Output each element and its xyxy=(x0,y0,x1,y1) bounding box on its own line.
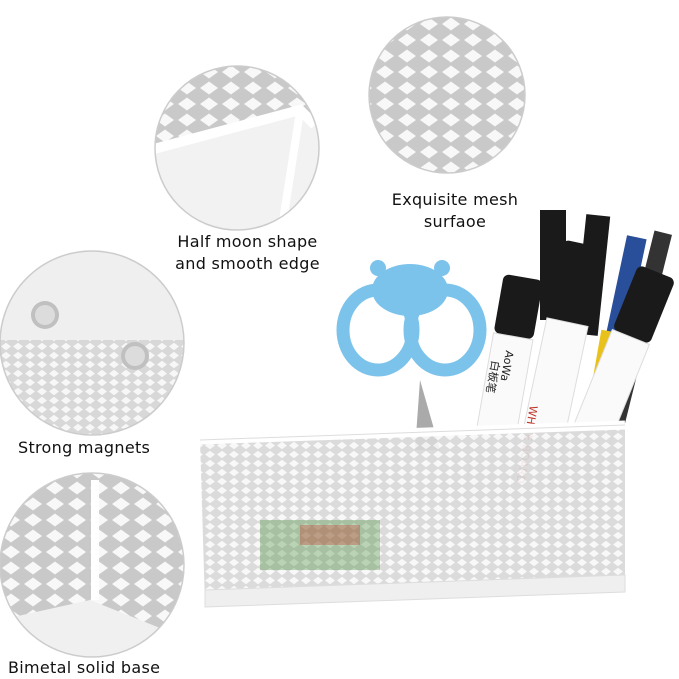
feature-label-half-moon: Half moon shape and smooth edge xyxy=(150,231,345,275)
scissors xyxy=(336,260,487,450)
mesh-basket xyxy=(199,420,626,608)
marker-brand: AoWa xyxy=(498,349,516,382)
marker-text: 白板笔 xyxy=(483,359,503,394)
detail-circle-base xyxy=(0,473,184,657)
feature-line: Exquisite mesh xyxy=(391,190,519,209)
feature-line: Half moon shape xyxy=(177,232,318,251)
detail-circle-edge xyxy=(155,66,319,230)
feature-line: surfaoe xyxy=(423,212,487,231)
feature-line: and smooth edge xyxy=(175,254,320,273)
feature-label-mesh: Exquisite mesh surfaoe xyxy=(370,189,540,233)
feature-label-base: Bimetal solid base xyxy=(8,658,161,677)
feature-label-magnets: Strong magnets xyxy=(18,438,151,457)
detail-circle-magnets xyxy=(0,251,184,435)
detail-circle-mesh xyxy=(369,17,525,173)
